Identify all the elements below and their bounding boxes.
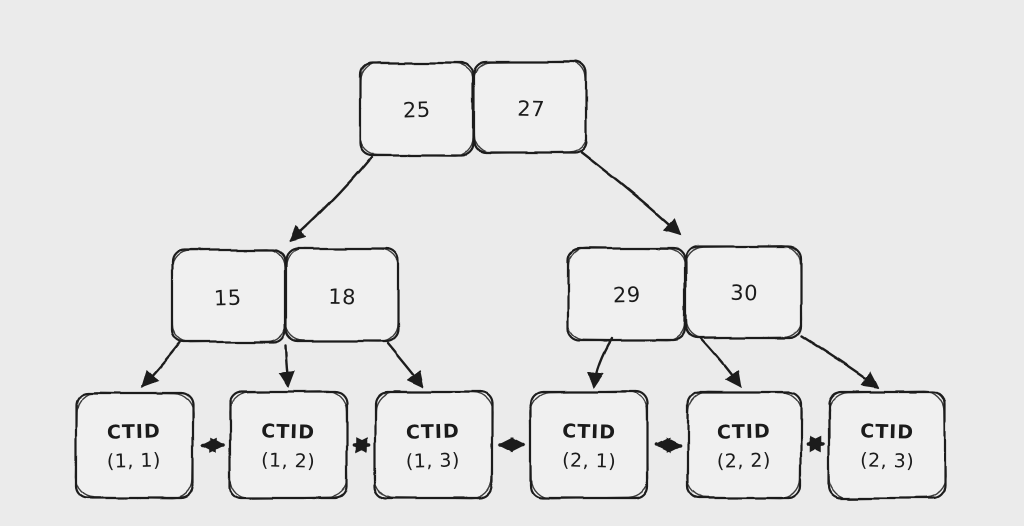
labels: 25 27 15 18 29 30 CTID (1, 1) CTID (1, 2… <box>107 97 915 473</box>
leaf-pointer-label: (1, 3) <box>406 449 461 472</box>
leaf-title-label: CTID <box>860 420 914 443</box>
leaf-cell <box>529 390 650 500</box>
edge-left-internal-to-leaf-1-2 <box>278 343 295 389</box>
leaf-cell <box>686 390 803 500</box>
leaf-node-ctid-2-2 <box>686 390 803 500</box>
internal-key-label: 30 <box>730 281 758 306</box>
sketch-stroke <box>74 391 195 500</box>
edge-left-internal-to-leaf-1-3 <box>386 341 425 388</box>
edge-root-to-left-internal <box>289 155 374 243</box>
sketch-stroke <box>373 390 494 500</box>
edge-left-internal-to-leaf-1-1 <box>141 341 182 388</box>
edge-right-internal-to-leaf-2-1 <box>587 336 614 389</box>
leaf-title-label: CTID <box>107 420 161 443</box>
internal-key-label: 18 <box>328 285 356 310</box>
internal-key-label: 29 <box>613 283 641 308</box>
leaf-title-label: CTID <box>717 420 771 443</box>
leaf-pointer-label: (2, 3) <box>860 449 915 472</box>
leaf-title-label: CTID <box>406 420 460 443</box>
leaf-pointer-label: (1, 2) <box>261 449 316 472</box>
root-node <box>358 60 589 157</box>
leaf-pointer-label: (2, 2) <box>717 449 772 472</box>
leaf-cell <box>74 391 195 500</box>
leaf-node-ctid-2-1 <box>529 390 650 500</box>
leaf-title-label: CTID <box>261 420 315 443</box>
edge-root-to-right-internal <box>580 151 681 236</box>
internal-node-right <box>566 244 803 342</box>
leaf-node-ctid-2-3 <box>827 390 947 500</box>
leaf-title-label: CTID <box>562 420 616 443</box>
sketch-stroke <box>472 60 589 155</box>
root-key-label: 27 <box>517 97 545 122</box>
leaf-pointer-label: (1, 1) <box>107 449 162 472</box>
leaf-node-ctid-1-1 <box>74 391 195 500</box>
leaf-cell <box>373 390 494 500</box>
leaf-pointer-label: (2, 1) <box>562 449 617 472</box>
sketch-stroke <box>284 247 400 343</box>
leaf-node-ctid-1-2 <box>228 390 349 500</box>
sketch-stroke <box>684 244 803 340</box>
root-key-label: 25 <box>402 98 431 123</box>
edge-right-internal-to-leaf-2-3 <box>799 334 880 389</box>
leaf-cell <box>228 390 349 500</box>
sketch-stroke <box>529 390 650 500</box>
sketch-stroke <box>686 390 803 500</box>
leaf-node-ctid-1-3 <box>373 390 494 500</box>
edge-right-internal-to-leaf-2-2 <box>699 337 742 389</box>
leaf-cell <box>827 390 947 500</box>
internal-key-label: 15 <box>213 286 242 311</box>
sketch-stroke <box>827 390 947 500</box>
sketch-stroke <box>228 390 349 500</box>
internal-node-left <box>170 247 400 344</box>
